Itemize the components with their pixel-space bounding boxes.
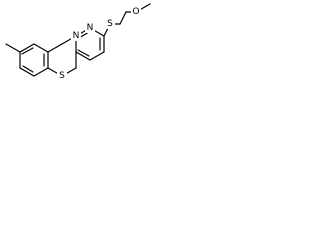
bond-c10-c9: [19, 43, 35, 53]
benzene-ring: [5, 43, 49, 77]
atom-labels: S O N N S: [57, 7, 141, 81]
atom-n-left: N: [73, 31, 80, 41]
bond-c8-c7-double: [22, 65, 34, 73]
atom-s-ring: S: [59, 71, 65, 81]
atom-s-thioether: S: [107, 19, 113, 29]
bond-c7-c6a: [33, 67, 49, 77]
bond-c10a-c10b: [47, 43, 63, 53]
bond-c10-c9-double: [21, 47, 34, 55]
bond-c4-c4a-double: [77, 49, 90, 57]
bond-c10a-c10: [33, 43, 49, 53]
chemical-structure: S O N N S: [5, 3, 151, 81]
atom-o: O: [132, 7, 139, 17]
bond-ch2-ch2: [119, 11, 127, 25]
bond-c8-c7: [19, 67, 35, 77]
atom-n-top: N: [87, 23, 94, 33]
bond-c9-methyl: [5, 43, 21, 53]
bond-c4-c4a: [75, 51, 91, 61]
thiopyran-ring: [47, 35, 77, 77]
bond-n3-c4: [89, 51, 105, 61]
